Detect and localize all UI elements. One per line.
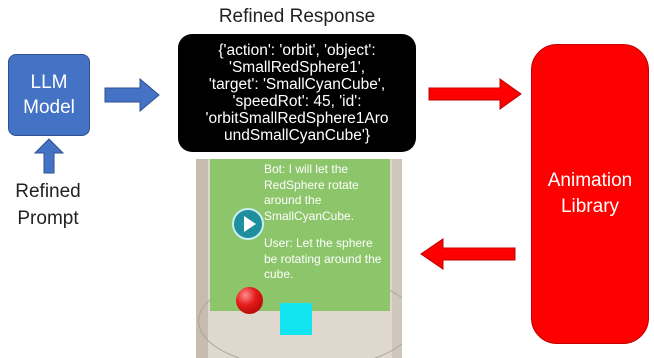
play-icon	[243, 216, 256, 232]
small-cyan-cube	[280, 303, 312, 335]
chat-panel: Bot: I will let the RedSphere rotate aro…	[210, 159, 390, 311]
animation-library-line1: Animation	[547, 170, 633, 191]
play-button[interactable]	[232, 208, 264, 240]
refined-response-title: Refined Response	[218, 6, 376, 27]
bot-message: Bot: I will let the RedSphere rotate aro…	[264, 162, 359, 223]
refined-prompt-line1: Refined	[15, 181, 81, 202]
response-to-library-arrow	[428, 78, 522, 110]
llm-model-label-line1: LLM	[30, 72, 68, 93]
scene-screenshot: Bot: I will let the RedSphere rotate aro…	[196, 159, 402, 358]
llm-model-label-line2: Model	[23, 97, 75, 118]
llm-model-box: LLM Model	[8, 54, 90, 136]
refined-response-box: {'action': 'orbit', 'object': 'SmallRedS…	[178, 34, 416, 152]
refined-prompt-line2: Prompt	[17, 208, 79, 229]
user-message: User: Let the sphere be rotating around …	[264, 236, 382, 281]
refined-response-text: {'action': 'orbit', 'object': 'SmallRedS…	[205, 42, 389, 144]
animation-library-box: Animation Library	[531, 44, 649, 344]
scene-wall-right	[392, 159, 402, 358]
animation-library-line2: Library	[560, 196, 620, 217]
small-red-sphere	[236, 287, 263, 314]
refined-prompt-label: Refined Prompt	[2, 178, 94, 232]
library-to-scene-arrow	[420, 238, 516, 270]
prompt-to-model-arrow	[33, 138, 65, 174]
model-to-response-arrow	[104, 77, 160, 113]
